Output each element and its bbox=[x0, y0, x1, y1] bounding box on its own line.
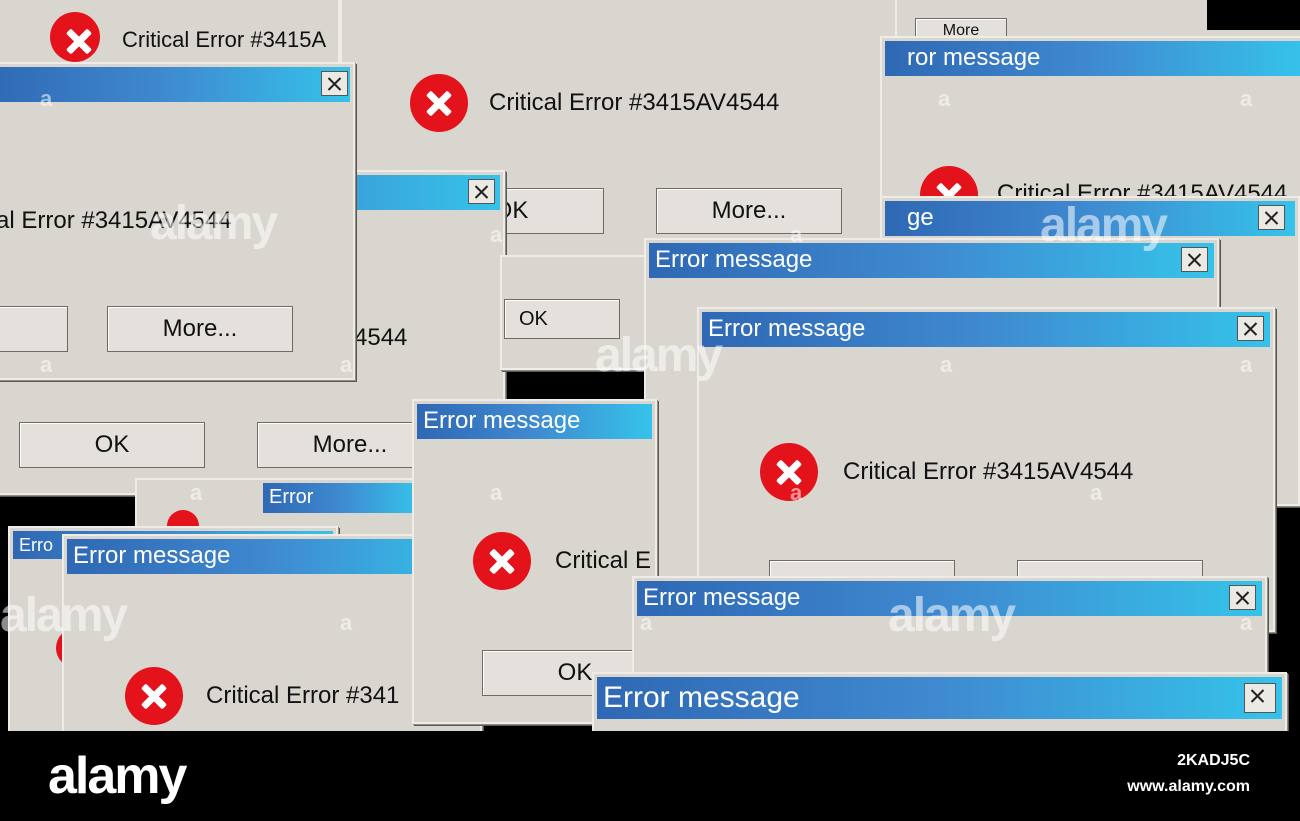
ok-button[interactable] bbox=[0, 306, 68, 352]
dialog-title: ror message bbox=[907, 44, 1041, 71]
dialog-title: Error message bbox=[603, 681, 800, 714]
error-message: 4544 bbox=[354, 324, 408, 351]
title-bar: Error message bbox=[597, 677, 1282, 719]
ok-button[interactable]: OK bbox=[19, 422, 205, 468]
stock-id: 2KADJ5C bbox=[1177, 752, 1250, 769]
title-bar: Error message bbox=[702, 312, 1270, 347]
title-bar bbox=[0, 67, 350, 102]
dialog-title: ge bbox=[907, 204, 934, 231]
dialog-title: Error bbox=[269, 486, 314, 508]
title-bar: Error message bbox=[637, 581, 1262, 616]
error-icon bbox=[50, 12, 100, 62]
error-icon bbox=[410, 74, 468, 132]
close-icon[interactable] bbox=[1181, 247, 1208, 272]
error-message: Critical Error #341 bbox=[206, 682, 400, 709]
title-bar: Error message bbox=[67, 539, 477, 574]
title-bar: ror message bbox=[885, 41, 1300, 76]
close-icon[interactable] bbox=[1258, 205, 1285, 230]
close-icon[interactable] bbox=[468, 179, 495, 204]
dialog-title: Error message bbox=[423, 407, 581, 434]
error-dialog: OK bbox=[500, 255, 660, 370]
title-bar: ge bbox=[885, 201, 1295, 236]
close-icon[interactable] bbox=[1237, 316, 1264, 341]
dialog-title: Error message bbox=[708, 315, 866, 342]
error-icon bbox=[473, 532, 531, 590]
title-bar: Error bbox=[263, 483, 420, 513]
title-bar: Error message bbox=[649, 243, 1214, 278]
dialog-title: Erro bbox=[19, 535, 54, 555]
error-message: al Error #3415AV4544 bbox=[0, 207, 232, 234]
error-dialog: Error message Critical E OK bbox=[412, 399, 657, 724]
desktop-stage: Critical Error #3415A Critical Error #34… bbox=[0, 0, 1300, 731]
title-bar: Error message bbox=[417, 404, 652, 439]
close-icon[interactable] bbox=[1244, 683, 1276, 713]
dialog-title: Error message bbox=[655, 246, 813, 273]
ok-button[interactable]: OK bbox=[504, 299, 620, 339]
error-dialog: Error message bbox=[592, 672, 1287, 731]
dialog-title: Error message bbox=[73, 542, 231, 569]
close-icon[interactable] bbox=[321, 71, 348, 96]
error-dialog: Critical Error #3415AV4544 OK More... bbox=[340, 0, 905, 260]
footer-bar: alamy 2KADJ5C www.alamy.com bbox=[0, 731, 1300, 821]
close-icon[interactable] bbox=[1229, 585, 1256, 610]
site-url: www.alamy.com bbox=[1127, 778, 1250, 795]
error-message: Critical Error #3415A bbox=[122, 27, 327, 52]
error-icon bbox=[760, 443, 818, 501]
more-button[interactable]: More... bbox=[656, 188, 842, 234]
error-message: Critical Error #3415AV4544 bbox=[489, 89, 780, 116]
brand-logo: alamy bbox=[48, 747, 187, 805]
gap bbox=[1207, 0, 1300, 30]
error-icon bbox=[125, 667, 183, 725]
error-dialog: al Error #3415AV4544 More... bbox=[0, 62, 355, 380]
gap bbox=[0, 500, 135, 526]
more-button[interactable]: More... bbox=[107, 306, 293, 352]
dialog-title: Error message bbox=[643, 584, 801, 611]
error-message: Critical Error #3415AV4544 bbox=[843, 458, 1134, 485]
error-message: Critical E bbox=[555, 547, 652, 574]
